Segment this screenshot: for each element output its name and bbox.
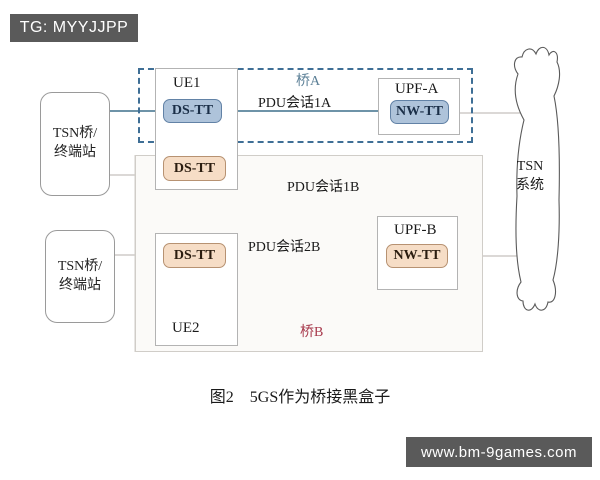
tsn-endpoint-top-line2: 终端站 bbox=[54, 145, 96, 160]
upf-a-caption: UPF-A bbox=[395, 81, 439, 97]
ue2-ds-tt[interactable]: DS-TT bbox=[163, 243, 226, 268]
pdu-session-2b-label: PDU会话2B bbox=[248, 240, 321, 255]
ue1-caption: UE1 bbox=[173, 75, 201, 91]
bridge-a-container bbox=[138, 68, 473, 143]
upf-b-nw-tt[interactable]: NW-TT bbox=[386, 244, 448, 268]
tsn-endpoint-bottom[interactable]: TSN桥/ 终端站 bbox=[45, 230, 115, 323]
ue2-caption: UE2 bbox=[172, 320, 200, 336]
tsn-system-cloud-line1: TSN bbox=[516, 159, 544, 174]
pdu-session-1a-label: PDU会话1A bbox=[258, 96, 332, 111]
watermark-tag: TG: MYYJJPP bbox=[10, 14, 138, 42]
upf-b-caption: UPF-B bbox=[394, 222, 437, 238]
bridge-a-label: 桥A bbox=[296, 74, 321, 89]
tsn-endpoint-bottom-line1: TSN桥/ bbox=[57, 258, 103, 274]
ue1-ds-tt-blue[interactable]: DS-TT bbox=[163, 99, 222, 123]
tsn-system-cloud-shape bbox=[513, 46, 561, 311]
tsn-system-cloud-label: TSN 系统 bbox=[498, 158, 562, 196]
figure-caption: 图2 5GS作为桥接黑盒子 bbox=[209, 389, 391, 406]
tsn-endpoint-top[interactable]: TSN桥/ 终端站 bbox=[40, 92, 110, 196]
pdu-session-1b-label: PDU会话1B bbox=[287, 180, 360, 195]
upf-a-nw-tt[interactable]: NW-TT bbox=[390, 100, 449, 124]
ue1-ds-tt-tan[interactable]: DS-TT bbox=[163, 156, 226, 181]
bridge-b-label: 桥B bbox=[300, 325, 324, 340]
watermark-site: www.bm-9games.com bbox=[406, 437, 592, 467]
tsn-endpoint-top-line1: TSN桥/ bbox=[52, 126, 98, 142]
tsn-system-cloud-line2: 系统 bbox=[516, 177, 544, 193]
tsn-endpoint-bottom-line2: 终端站 bbox=[59, 277, 101, 293]
